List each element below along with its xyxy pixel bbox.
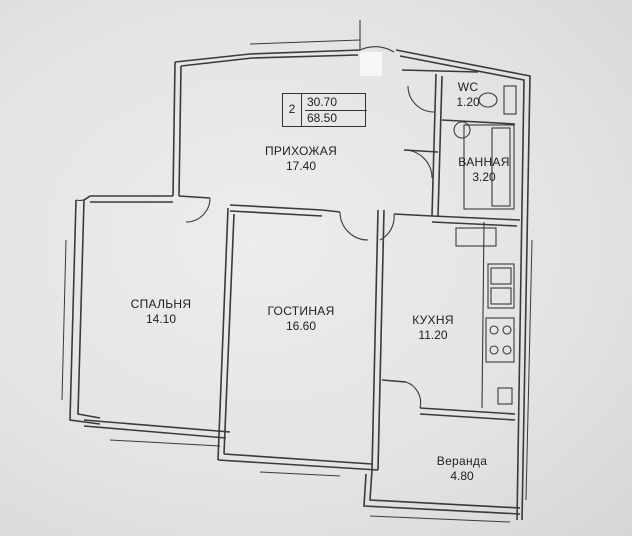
room-area: 16.60 (285, 319, 317, 333)
room-count: 2 (283, 94, 302, 126)
room-name: ВАННАЯ (458, 155, 510, 169)
room-area: 17.40 (285, 159, 317, 173)
room-area: 4.80 (450, 469, 474, 483)
room-label-kitchen: КУХНЯ 11.20 (412, 313, 454, 343)
room-name: СПАЛЬНЯ (130, 297, 192, 311)
room-name: ПРИХОЖАЯ (264, 144, 338, 158)
door-swings (75, 20, 435, 409)
washbasin-icon (453, 121, 471, 139)
apartment-summary: 2 30.70 68.50 (282, 93, 367, 127)
toilet-icon (478, 92, 498, 108)
room-label-bedroom: СПАЛЬНЯ 14.10 (131, 297, 192, 327)
room-area: 3.20 (472, 170, 496, 184)
room-name: ГОСТИНАЯ (267, 304, 335, 318)
outer-walls (69, 49, 531, 521)
room-label-bathroom: ВАННАЯ 3.20 (458, 155, 509, 185)
total-area: 68.50 (305, 110, 367, 125)
room-label-living: ГОСТИНАЯ 16.60 (267, 304, 334, 334)
room-name: КУХНЯ (412, 313, 454, 327)
room-name: WC (457, 80, 479, 94)
room-label-veranda: Веранда 4.80 (437, 454, 487, 484)
bathtub-icon (463, 124, 515, 210)
room-name: Веранда (436, 454, 488, 468)
room-area: 14.10 (145, 312, 177, 326)
room-label-wc: WC 1.20 (456, 80, 479, 110)
room-area: 1.20 (456, 95, 480, 109)
room-area: 11.20 (418, 328, 448, 342)
fridge-icon (455, 227, 497, 247)
stove-icon (485, 317, 515, 363)
room-label-hallway: ПРИХОЖАЯ 17.40 (265, 144, 337, 174)
fixtures (453, 85, 517, 409)
sink-icon (487, 263, 515, 309)
living-area: 30.70 (307, 95, 338, 109)
entrance-door (360, 52, 382, 76)
windows (61, 39, 533, 523)
